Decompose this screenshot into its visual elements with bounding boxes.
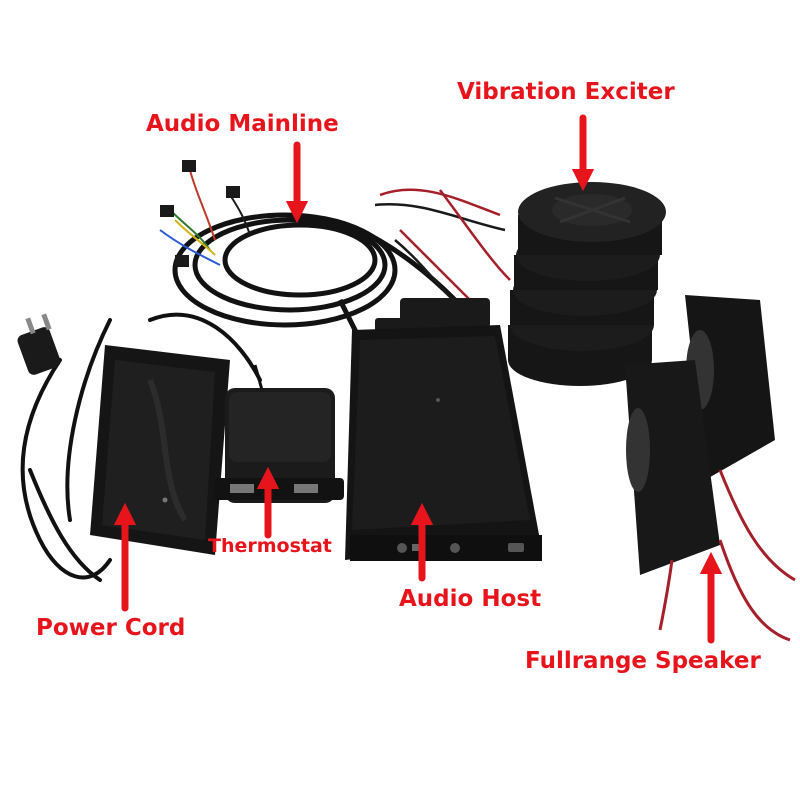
label-vibration-exciter: Vibration Exciter bbox=[457, 79, 675, 105]
power-cable bbox=[20, 312, 262, 582]
label-power-cord: Power Cord bbox=[36, 615, 186, 641]
label-audio-mainline: Audio Mainline bbox=[146, 111, 339, 137]
audio-host-box bbox=[345, 298, 542, 561]
wire-connectors bbox=[160, 160, 240, 267]
label-audio-host: Audio Host bbox=[399, 586, 542, 612]
power-plug bbox=[17, 313, 61, 375]
fullrange-speakers bbox=[625, 295, 796, 642]
mainline-wires bbox=[159, 169, 251, 266]
label-fullrange-speaker: Fullrange Speaker bbox=[525, 648, 761, 674]
power-adapter bbox=[90, 345, 230, 555]
label-thermostat: Thermostat bbox=[208, 535, 332, 557]
callout-arrows bbox=[113, 114, 723, 644]
vibration-exciter-stack bbox=[508, 182, 666, 386]
thermostat-box bbox=[214, 364, 344, 503]
